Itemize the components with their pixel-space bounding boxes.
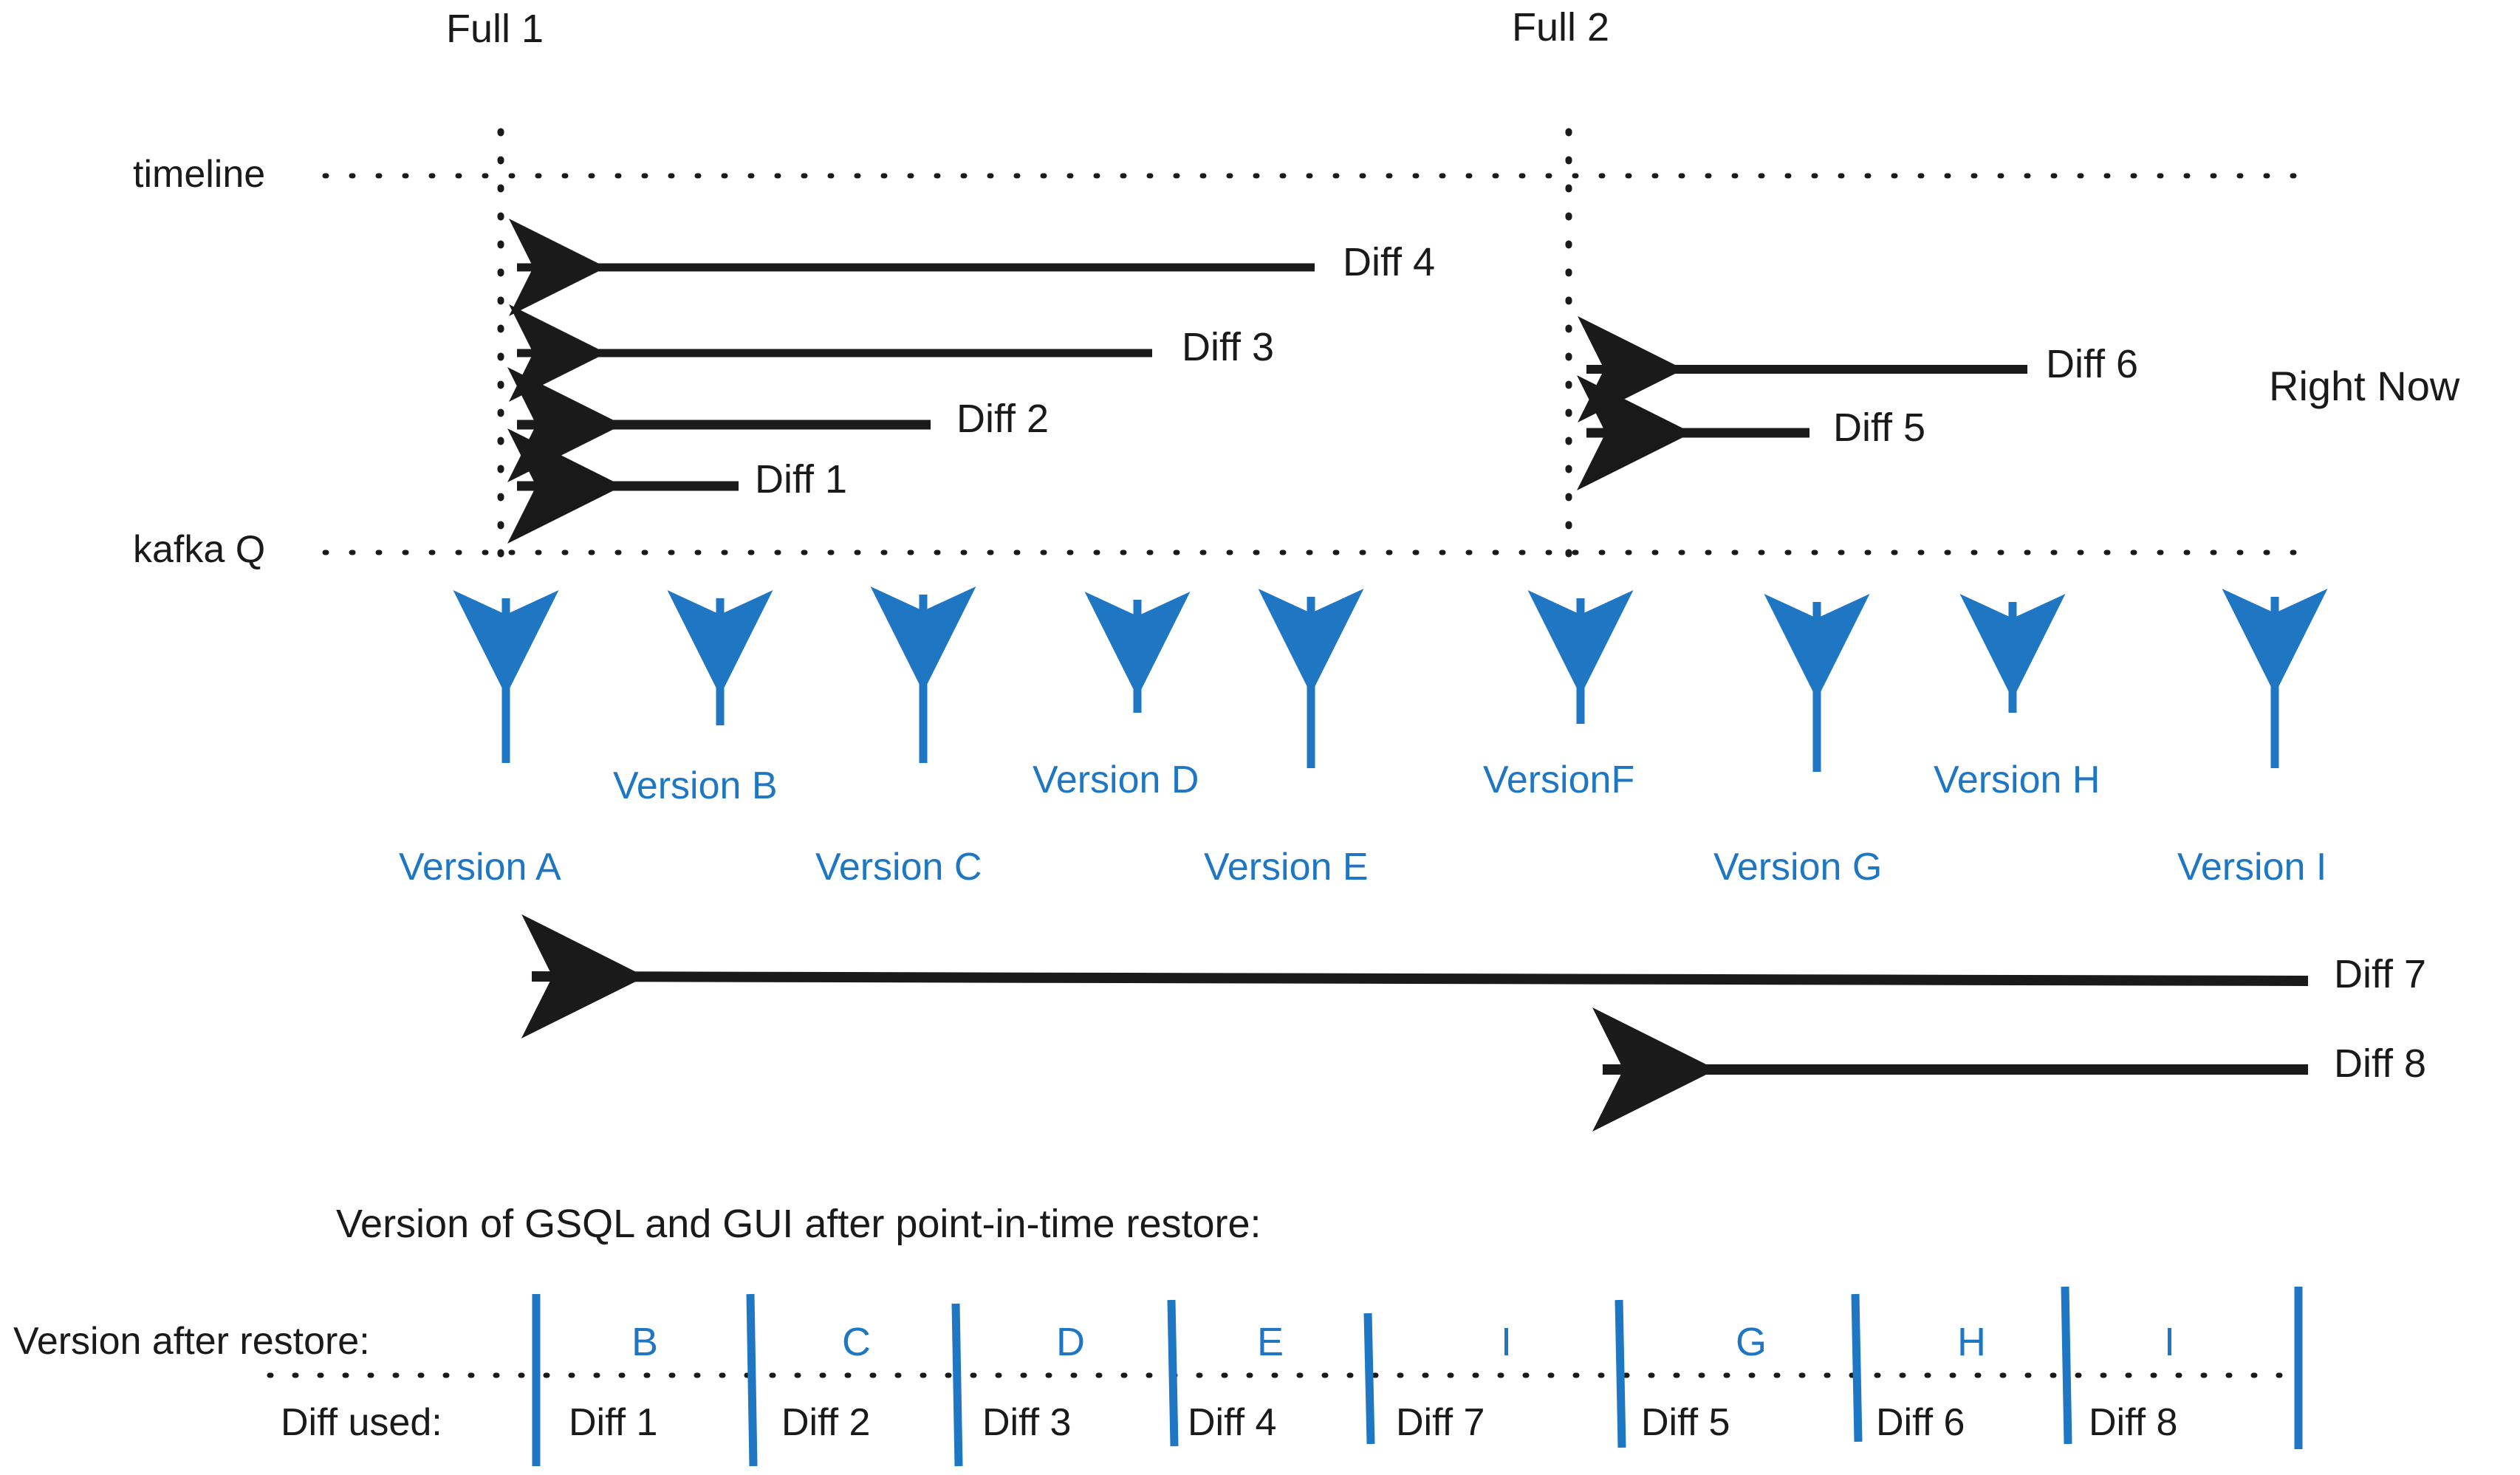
diff-5-label: Diff 5 [1833, 405, 1926, 450]
kafka-q-axis-label: kafka Q [133, 528, 266, 571]
restore-divider-6 [1851, 1293, 1863, 1443]
diff-1-label: Diff 1 [755, 457, 848, 502]
restore-cell-diff-0: Diff 1 [569, 1401, 658, 1444]
restore-cell-version-7: I [2164, 1320, 2176, 1364]
restore-cell-diff-2: Diff 3 [982, 1401, 1072, 1444]
version-h-label: Version H [1934, 759, 2100, 801]
restore-cell-version-3: E [1257, 1320, 1284, 1364]
version-f-label: VersionF [1483, 759, 1635, 801]
diff-2-label: Diff 2 [956, 397, 1050, 441]
restore-divider-2 [951, 1303, 963, 1467]
restore-cell-diff-5: Diff 5 [1641, 1401, 1730, 1444]
restore-cell-version-1: C [842, 1320, 871, 1364]
version-g-label: Version G [1713, 846, 1883, 889]
diff-7-label: Diff 7 [2334, 952, 2427, 996]
diff-6-label: Diff 6 [2046, 342, 2139, 386]
diff-8-label: Diff 8 [2334, 1041, 2427, 1086]
restore-table-caption: Version of GSQL and GUI after point-in-t… [336, 1202, 1261, 1246]
restore-divider-3 [1167, 1299, 1179, 1447]
full-2-label: Full 2 [1512, 5, 1610, 49]
restore-cell-version-4: I [1501, 1320, 1513, 1364]
version-e-label: Version E [1204, 846, 1369, 889]
timeline-axis-label: timeline [133, 153, 266, 196]
restore-divider-5 [1615, 1299, 1626, 1448]
version-i-label: Version I [2177, 846, 2327, 889]
diff-3-label: Diff 3 [1182, 325, 1275, 369]
version-b-label: Version B [613, 764, 778, 807]
right-now-label: Right Now [2269, 363, 2460, 409]
restore-row-label-diff: Diff used: [281, 1401, 442, 1444]
restore-cell-version-5: G [1736, 1320, 1767, 1364]
restore-cell-diff-3: Diff 4 [1188, 1401, 1277, 1444]
diff-7-arrow [521, 914, 2309, 1038]
restore-cell-diff-7: Diff 8 [2089, 1401, 2178, 1444]
restore-cell-version-2: D [1056, 1320, 1085, 1364]
diff-4-label: Diff 4 [1343, 240, 1436, 284]
version-c-label: Version C [815, 846, 982, 889]
restore-divider-1 [746, 1293, 758, 1467]
restore-cell-version-0: B [631, 1320, 659, 1364]
full-1-label: Full 1 [446, 7, 544, 51]
restore-divider-7 [2061, 1286, 2072, 1445]
restore-divider-4 [1363, 1313, 1375, 1445]
restore-cell-diff-6: Diff 6 [1876, 1401, 1965, 1444]
restore-row-label-version: Version after restore: [13, 1320, 370, 1363]
version-d-label: Version D [1033, 759, 1199, 801]
restore-cell-diff-4: Diff 7 [1396, 1401, 1485, 1444]
restore-cell-diff-1: Diff 2 [781, 1401, 871, 1444]
version-a-label: Version A [399, 846, 561, 889]
restore-cell-version-6: H [1957, 1320, 1986, 1364]
